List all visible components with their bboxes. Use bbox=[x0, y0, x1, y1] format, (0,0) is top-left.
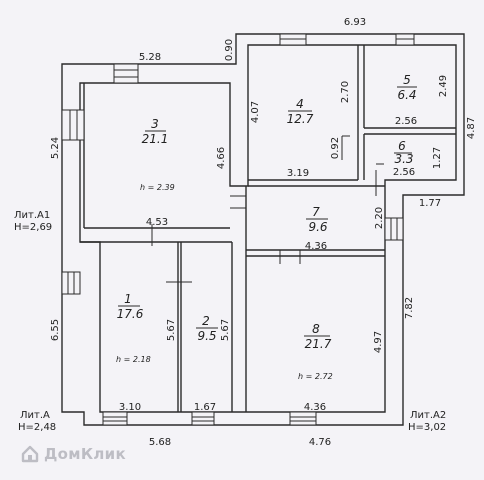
room2-number: 2 bbox=[202, 314, 210, 328]
dim-right-lower: 7.82 bbox=[404, 297, 415, 319]
walls bbox=[61, 33, 465, 426]
window-room2-bottom bbox=[191, 411, 215, 426]
dim-r7-height: 2.20 bbox=[374, 207, 385, 229]
windows bbox=[61, 33, 415, 426]
room-labels: 3 21.1 h = 2.39 4 12.7 5 6.4 6 3.3 7 9.6… bbox=[116, 73, 417, 381]
domclick-watermark: ДомКлик bbox=[20, 444, 126, 464]
room1-height: h = 2.18 bbox=[116, 355, 151, 364]
window-room1-left bbox=[61, 271, 81, 295]
window-room3-top bbox=[113, 63, 139, 84]
room3-height: h = 2.39 bbox=[140, 183, 175, 192]
dim-r2-width: 1.67 bbox=[194, 402, 216, 413]
dim-step-right: 1.77 bbox=[419, 198, 441, 209]
dim-r8-height: 4.97 bbox=[373, 331, 384, 353]
dim-r5-width: 2.56 bbox=[395, 116, 417, 127]
dim-r4-height: 4.07 bbox=[250, 101, 261, 123]
lit-a1-height: H=2,69 bbox=[14, 222, 52, 233]
dim-r4-depth: 2.70 bbox=[340, 81, 351, 103]
exterior-wall-outer bbox=[61, 33, 465, 426]
dim-bottom-outer: 4.76 bbox=[309, 437, 331, 448]
lit-a1-label: Лит.А1 bbox=[14, 210, 50, 221]
dim-r8-width: 4.36 bbox=[304, 402, 326, 413]
dim-top-total: 6.93 bbox=[344, 17, 366, 28]
dim-r7-width: 4.36 bbox=[305, 241, 327, 252]
room7-area: 9.6 bbox=[308, 220, 327, 234]
dim-r4-door: 0.92 bbox=[330, 137, 341, 159]
room7-number: 7 bbox=[312, 205, 320, 219]
dimension-labels: 6.93 5.28 0.90 5.24 6.55 4.87 7.82 1.77 … bbox=[50, 17, 477, 448]
room8-height: h = 2.72 bbox=[298, 372, 333, 381]
room1-number: 1 bbox=[124, 292, 132, 306]
house-icon bbox=[21, 445, 39, 463]
dim-bottom-inner: 5.68 bbox=[149, 437, 171, 448]
dim-top-left: 5.28 bbox=[139, 52, 161, 63]
window-room3-left bbox=[61, 109, 85, 141]
window-room1-bottom bbox=[102, 411, 128, 426]
dim-r3-height: 4.66 bbox=[216, 147, 227, 169]
room2-area: 9.5 bbox=[197, 329, 216, 343]
dim-left-upper: 5.24 bbox=[50, 137, 61, 159]
dim-right-upper: 4.87 bbox=[466, 117, 477, 139]
brand-name: ДомКлик bbox=[44, 445, 126, 463]
room6-area: 3.3 bbox=[394, 152, 413, 166]
room6-number: 6 bbox=[398, 139, 406, 153]
room1-area: 17.6 bbox=[117, 307, 144, 321]
dim-r6-width: 2.56 bbox=[393, 167, 415, 178]
window-room8-bottom bbox=[289, 411, 317, 426]
dim-r3-width: 4.53 bbox=[146, 217, 168, 228]
room8-area: 21.7 bbox=[305, 337, 332, 351]
dim-r4-width: 3.19 bbox=[287, 168, 309, 179]
room4-number: 4 bbox=[296, 97, 304, 111]
dim-left-lower: 6.55 bbox=[50, 319, 61, 341]
lit-a-height: H=2,48 bbox=[18, 422, 56, 433]
lit-a-label: Лит.А bbox=[20, 410, 50, 421]
window-room7-right bbox=[384, 217, 404, 241]
litera-labels: Лит.А1 H=2,69 Лит.А H=2,48 Лит.А2 H=3,02 bbox=[14, 210, 446, 433]
dim-r2-height: 5.67 bbox=[220, 319, 231, 341]
room3-number: 3 bbox=[151, 117, 159, 131]
room4-area: 12.7 bbox=[287, 112, 314, 126]
room3-area: 21.1 bbox=[142, 132, 169, 146]
lit-a2-height: H=3,02 bbox=[408, 422, 446, 433]
room8-number: 8 bbox=[312, 322, 320, 336]
dim-r1-height: 5.67 bbox=[166, 319, 177, 341]
doors bbox=[151, 135, 384, 283]
room5-number: 5 bbox=[403, 73, 411, 87]
dim-top-step: 0.90 bbox=[224, 39, 235, 61]
dim-r6-height: 1.27 bbox=[432, 147, 443, 169]
dim-r1-width: 3.10 bbox=[119, 402, 141, 413]
dim-r5-height: 2.49 bbox=[438, 75, 449, 97]
lit-a2-label: Лит.А2 bbox=[410, 410, 446, 421]
room5-area: 6.4 bbox=[397, 88, 416, 102]
